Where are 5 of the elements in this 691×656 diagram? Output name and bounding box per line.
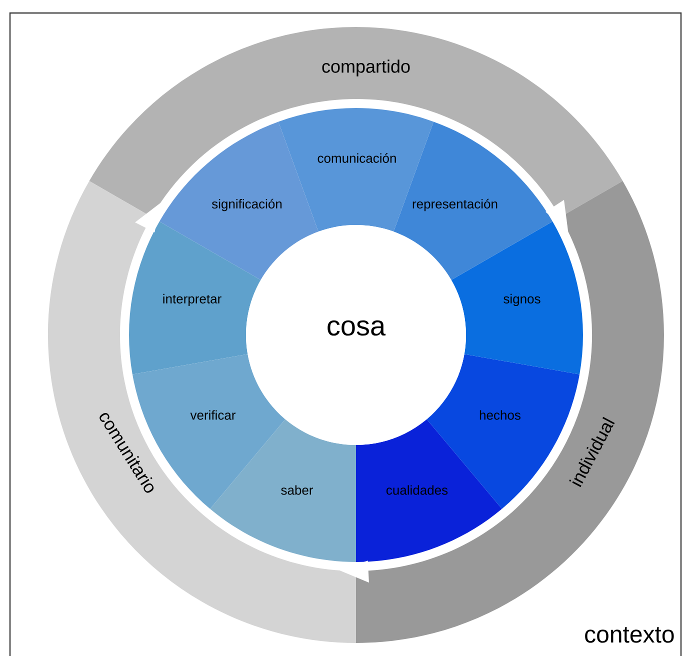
sector: significación (159, 122, 318, 280)
sector: interpretar (129, 222, 261, 374)
sector: cualidades (356, 419, 502, 562)
sector: saber (210, 419, 356, 562)
sector: signos (451, 222, 583, 374)
